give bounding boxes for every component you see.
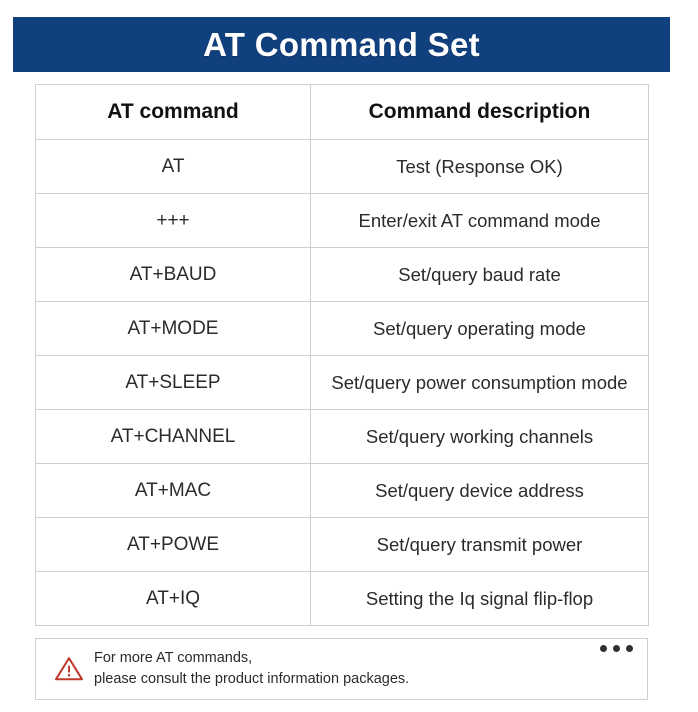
footer-note-line-2: please consult the product information p…	[94, 670, 410, 687]
page-banner: AT Command Set	[13, 17, 670, 72]
cell-at-command: AT+MODE	[35, 301, 311, 356]
warning-triangle-icon	[55, 657, 83, 681]
page-title: AT Command Set	[203, 26, 480, 63]
ellipsis-dot-3	[626, 645, 633, 652]
cell-command-description: Set/query device address	[310, 463, 649, 518]
table-header-row: AT command Command description	[35, 84, 649, 140]
cell-command-description: Set/query transmit power	[310, 517, 649, 572]
cell-command-description: Enter/exit AT command mode	[310, 193, 649, 248]
cell-at-command: AT+IQ	[35, 571, 311, 626]
cell-at-command: AT+POWE	[35, 517, 311, 572]
cell-command-description: Set/query working channels	[310, 409, 649, 464]
cell-at-command: AT+BAUD	[35, 247, 311, 302]
table-row: +++Enter/exit AT command mode	[35, 193, 649, 248]
column-header-at-command: AT command	[35, 84, 311, 140]
cell-command-description: Setting the Iq signal flip-flop	[310, 571, 649, 626]
footer-note-line-1: For more AT commands,	[94, 650, 253, 666]
cell-at-command: AT	[35, 139, 311, 194]
ellipsis-dot-1	[600, 645, 607, 652]
cell-command-description: Test (Response OK)	[310, 139, 649, 194]
cell-at-command: +++	[35, 193, 311, 248]
cell-command-description: Set/query operating mode	[310, 301, 649, 356]
cell-command-description: Set/query power consumption mode	[310, 355, 649, 410]
ellipsis-dot-2	[613, 645, 620, 652]
cell-command-description: Set/query baud rate	[310, 247, 649, 302]
ellipsis-icon[interactable]	[600, 645, 633, 652]
cell-at-command: AT+MAC	[35, 463, 311, 518]
footer-note-content: For more AT commands, please consult the…	[54, 648, 409, 689]
table-header: AT command Command description	[35, 84, 649, 140]
footer-note-text: For more AT commands, please consult the…	[94, 648, 409, 689]
column-header-command-description: Command description	[310, 84, 649, 140]
cell-at-command: AT+SLEEP	[35, 355, 311, 410]
cell-at-command: AT+CHANNEL	[35, 409, 311, 464]
footer-note-box: For more AT commands, please consult the…	[35, 638, 648, 700]
